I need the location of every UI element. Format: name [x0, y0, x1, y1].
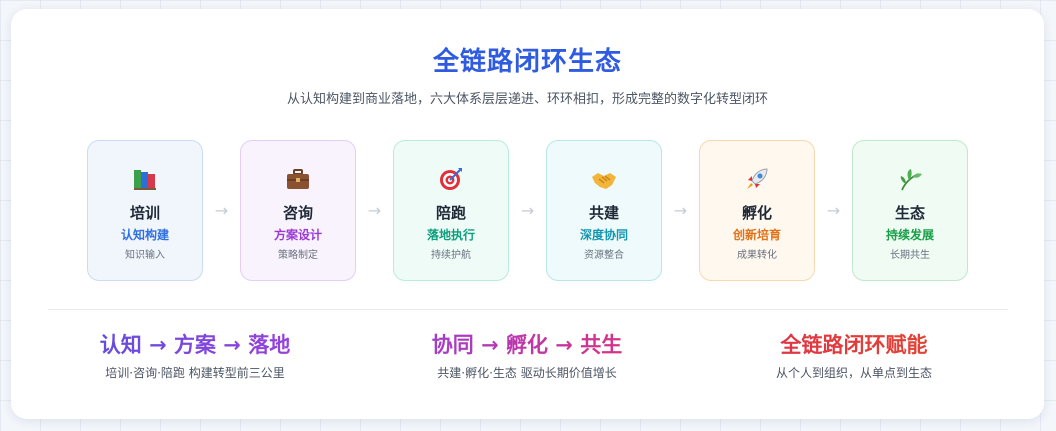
- section-divider: [48, 309, 1008, 310]
- process-steps: 培训 认知构建 知识输入 → 咨询 方案设计 策略制定 →: [87, 139, 969, 282]
- books-icon: [131, 165, 159, 193]
- step-tag: 持续发展: [885, 228, 934, 242]
- arrow-icon: →: [367, 201, 382, 220]
- page-title: 全链路闭环生态: [432, 47, 622, 77]
- step-card-training[interactable]: 培训 认知构建 知识输入: [87, 140, 203, 281]
- step-name: 共建: [588, 204, 619, 222]
- ecosystem-card: 全链路闭环生态 从认知构建到商业落地，六大体系层层递进、环环相扣，形成完整的数字…: [11, 9, 1044, 419]
- step-card-incubation[interactable]: 孵化 创新培育 成果转化: [699, 140, 815, 281]
- step-card-coaching[interactable]: 陪跑 落地执行 持续护航: [393, 140, 509, 281]
- step-tag: 创新培育: [732, 228, 781, 242]
- step-desc: 知识输入: [125, 250, 165, 261]
- step-desc: 策略制定: [278, 250, 318, 261]
- summary-headline: 全链路闭环赋能: [724, 331, 984, 359]
- summary-stage-two: 协同 → 孵化 → 共生 共建·孵化·生态 驱动长期价值增长: [397, 331, 657, 381]
- summary-caption: 培训·咨询·陪跑 构建转型前三公里: [105, 366, 285, 380]
- target-icon: [437, 165, 465, 193]
- step-name: 生态: [894, 204, 925, 222]
- rocket-icon: [743, 165, 771, 193]
- step-tag: 认知构建: [120, 228, 169, 242]
- step-tag: 深度协同: [579, 228, 628, 242]
- step-desc: 持续护航: [431, 250, 471, 261]
- step-tag: 落地执行: [426, 228, 475, 242]
- step-name: 培训: [129, 204, 160, 222]
- arrow-icon: →: [673, 201, 688, 220]
- arrow-icon: →: [520, 201, 535, 220]
- summary-stage-one: 认知 → 方案 → 落地 培训·咨询·陪跑 构建转型前三公里: [65, 331, 325, 381]
- handshake-icon: [590, 165, 618, 193]
- sprout-icon: [896, 165, 924, 193]
- step-card-consulting[interactable]: 咨询 方案设计 策略制定: [240, 140, 356, 281]
- step-desc: 成果转化: [737, 250, 777, 261]
- step-name: 咨询: [282, 204, 313, 222]
- arrow-icon: →: [826, 201, 841, 220]
- arrow-icon: →: [214, 201, 229, 220]
- briefcase-icon: [284, 165, 312, 193]
- page-subtitle: 从认知构建到商业落地，六大体系层层递进、环环相扣，形成完整的数字化转型闭环: [286, 92, 768, 107]
- step-tag: 方案设计: [273, 228, 322, 242]
- summary-headline: 协同 → 孵化 → 共生: [397, 331, 657, 359]
- summary-closed-loop: 全链路闭环赋能 从个人到组织，从单点到生态: [724, 331, 984, 381]
- summary-headline: 认知 → 方案 → 落地: [65, 331, 325, 359]
- step-desc: 资源整合: [584, 250, 624, 261]
- summary-caption: 共建·孵化·生态 驱动长期价值增长: [437, 366, 617, 380]
- step-card-ecosystem[interactable]: 生态 持续发展 长期共生: [852, 140, 968, 281]
- step-desc: 长期共生: [890, 250, 930, 261]
- step-card-co-building[interactable]: 共建 深度协同 资源整合: [546, 140, 662, 281]
- step-name: 陪跑: [435, 204, 466, 222]
- step-name: 孵化: [741, 204, 772, 222]
- summary-caption: 从个人到组织，从单点到生态: [775, 366, 932, 380]
